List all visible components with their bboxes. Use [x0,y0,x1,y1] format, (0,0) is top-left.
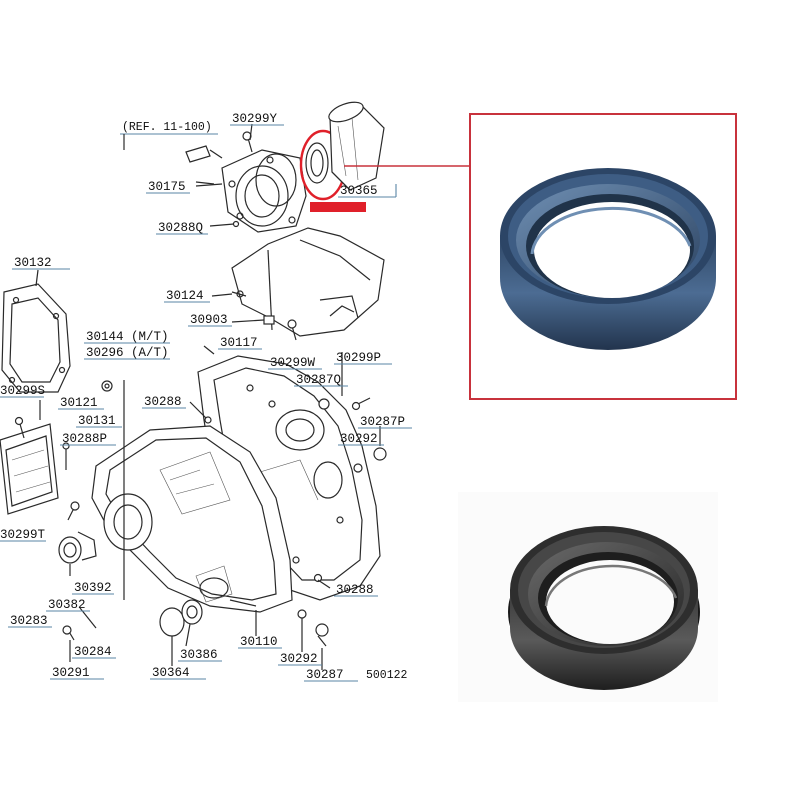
part-label-highlighted: 30365 [338,184,397,198]
part-label: 30284 [72,645,116,659]
inspection-cover-drawing [0,423,59,515]
svg-text:30121: 30121 [60,396,98,410]
part-label: 30299P [334,351,392,365]
svg-text:30288: 30288 [336,583,374,597]
part-label: 30124 [164,289,210,303]
svg-text:30386: 30386 [180,648,218,662]
part-label: 30288P [60,432,116,446]
svg-text:30144 (M/T): 30144 (M/T) [86,330,169,344]
catalog-number: 500122 [366,669,408,682]
dust-cover-drawing [328,101,385,191]
part-label: 30288 [142,395,186,409]
part-labels: 30299Y 30175 30365 30288Q 30132 30124 30… [0,112,412,682]
cover-plate-drawing [231,227,385,337]
reference-callout: (REF. 11-100) [120,121,218,150]
svg-text:30288P: 30288P [62,432,107,446]
part-label: 30299W [268,356,322,370]
svg-text:30296 (A/T): 30296 (A/T) [86,346,169,360]
part-label: 30131 [76,414,122,428]
part-label: 30386 [178,648,222,662]
part-label: 30299Y [230,112,284,126]
svg-text:30131: 30131 [78,414,116,428]
oil-seal-drawing [299,129,347,201]
part-label: 30903 [188,313,232,327]
svg-text:30299W: 30299W [270,356,316,370]
part-label: 30291 [50,666,104,680]
svg-text:30364: 30364 [152,666,190,680]
part-label: 30287 [304,668,358,682]
part-label: 30132 [12,256,70,270]
svg-text:30365: 30365 [340,184,378,198]
svg-text:30292: 30292 [340,432,378,446]
part-label: 30144 (M/T) [84,330,170,344]
svg-text:30287: 30287 [306,668,344,682]
svg-text:30124: 30124 [166,289,204,303]
front-case-drawing [91,425,293,613]
part-label: 30382 [46,598,90,612]
part-label: 30299S [0,384,45,398]
svg-text:30132: 30132 [14,256,52,270]
oil-seal-render [500,168,716,350]
zoom-frame [469,113,737,400]
svg-text:30299T: 30299T [0,528,46,542]
part-label: 30392 [72,581,114,595]
svg-text:30175: 30175 [148,180,186,194]
part-label: 30364 [150,666,206,680]
hardware-items [14,181,387,647]
part-label: 30299T [0,528,46,542]
highlight-bar [310,202,366,212]
part-label: 30121 [58,396,104,410]
svg-text:30288: 30288 [144,395,182,409]
part-label: 30110 [238,635,282,649]
svg-text:30283: 30283 [10,614,48,628]
svg-text:30299Y: 30299Y [232,112,278,126]
part-label: 30117 [218,336,262,350]
svg-text:30117: 30117 [220,336,258,350]
svg-text:30392: 30392 [74,581,112,595]
svg-text:30287Q: 30287Q [296,373,341,387]
part-label: 30287Q [294,373,348,387]
svg-text:30110: 30110 [240,635,278,649]
svg-text:30284: 30284 [74,645,112,659]
transfer-case-housing-drawing [197,355,381,601]
svg-text:30291: 30291 [52,666,90,680]
svg-text:30292: 30292 [280,652,318,666]
oil-seal-photo [458,492,718,702]
part-label: 30287P [358,415,412,429]
leader-lines [35,123,381,670]
svg-text:30288Q: 30288Q [158,221,203,235]
part-label: 30292 [278,652,322,666]
svg-text:30903: 30903 [190,313,228,327]
part-label: 30296 (A/T) [84,346,170,360]
dowel-pin-drawing [185,145,223,163]
svg-text:30382: 30382 [48,598,86,612]
svg-text:30299S: 30299S [0,384,45,398]
adapter-housing-drawing [221,131,307,233]
svg-text:30299P: 30299P [336,351,381,365]
gasket-drawing [1,283,71,393]
part-label: 30283 [8,614,52,628]
part-label: 30288 [334,583,378,597]
part-label: 30175 [146,180,190,194]
ref-label: (REF. 11-100) [122,121,212,134]
part-label: 30292 [338,432,384,446]
part-label: 30288Q [156,221,208,235]
exploded-parts-diagram: (REF. 11-100) [0,101,412,682]
svg-text:30287P: 30287P [360,415,405,429]
